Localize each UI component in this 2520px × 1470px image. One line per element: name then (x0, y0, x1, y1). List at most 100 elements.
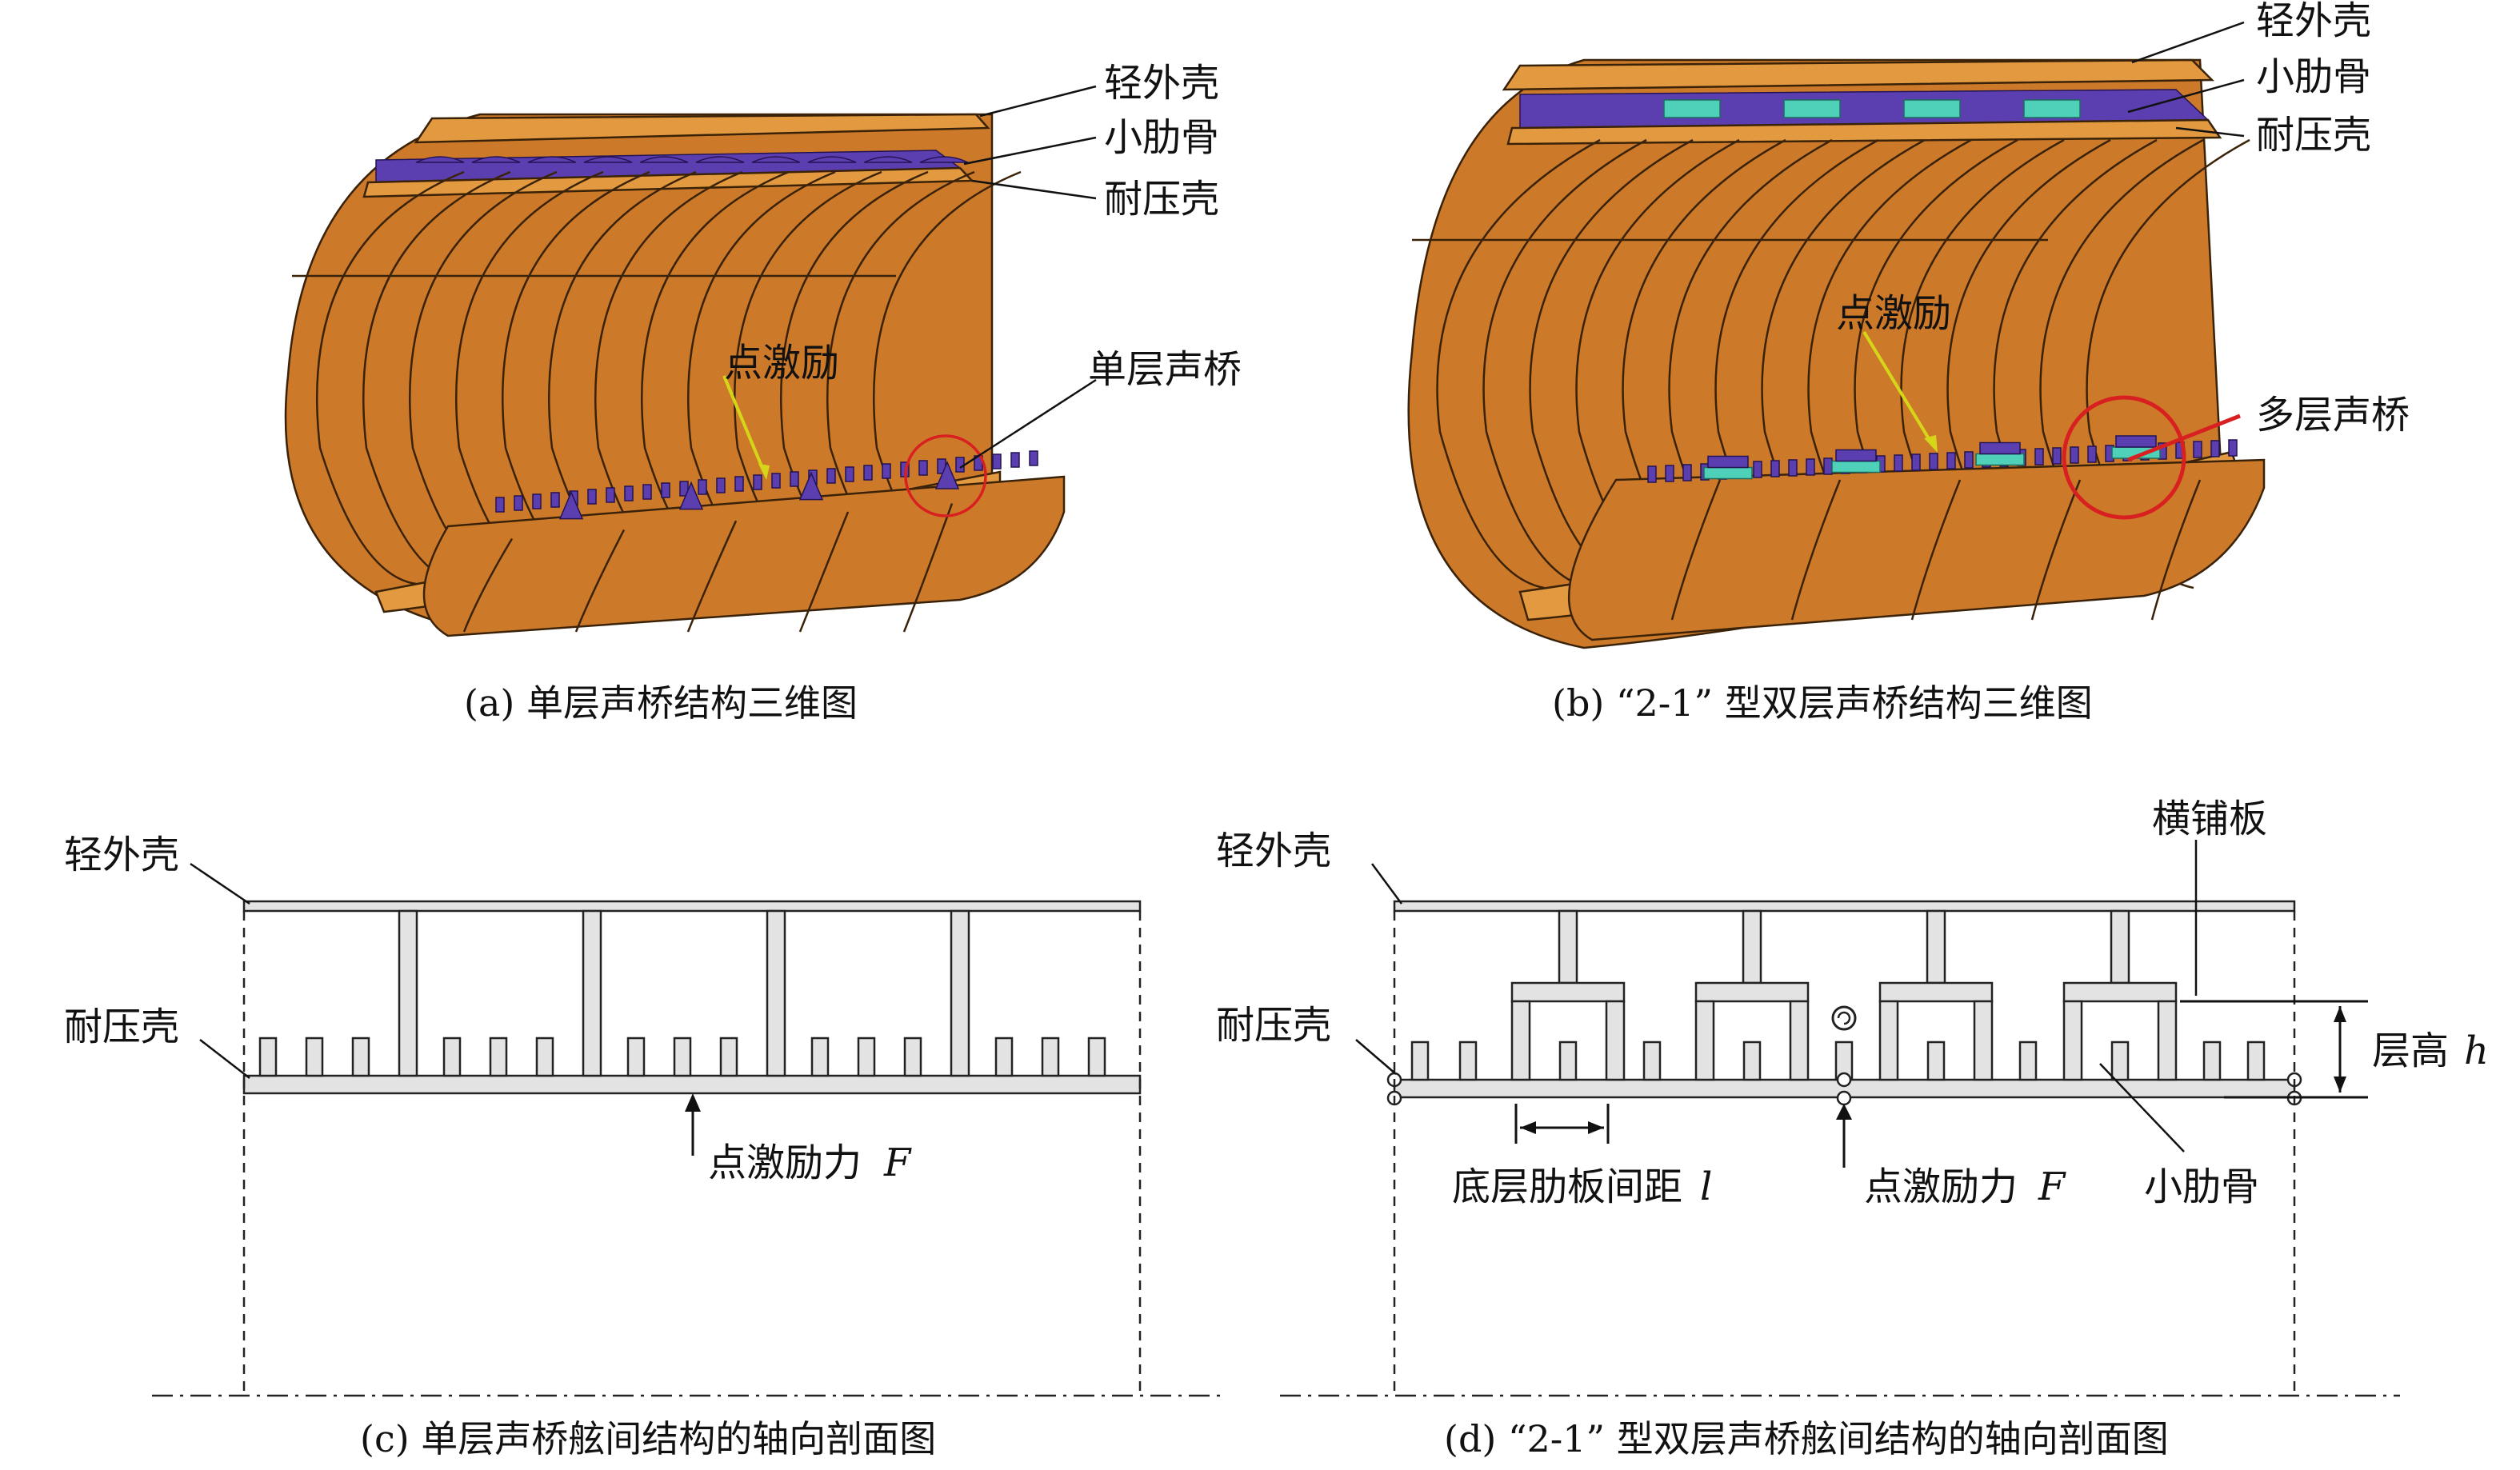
top-rib (863, 156, 913, 163)
rib-tooth (514, 495, 523, 511)
rib-tooth (1823, 457, 1833, 475)
inner-ring (1482, 138, 1647, 589)
slab-seam (1670, 479, 1722, 621)
bridge-plate (1831, 460, 1881, 473)
rib-tooth (1806, 458, 1815, 476)
caption-a: (a) 单层声桥结构三维图 (464, 681, 858, 725)
label-a-excitation: 点激励 (724, 341, 839, 385)
label-b-small-rib: 小肋骨 (2256, 54, 2371, 99)
caption-b: (b) “2-1” 型双层声桥结构三维图 (1552, 681, 2093, 725)
small-rib (1642, 1041, 1662, 1081)
rib-tooth (606, 487, 615, 503)
slab-seam (1790, 479, 1842, 621)
rib-tooth (2052, 447, 2062, 465)
small-rib (1458, 1041, 1478, 1081)
label-d-layer-height-symbol: h (2464, 1029, 2489, 1073)
bottom-seams (1670, 479, 2202, 621)
rib-tooth (1665, 465, 1674, 482)
label-b-bridge: 多层声桥 (2256, 393, 2410, 437)
rib-tooth (992, 453, 1002, 469)
rib-tooth (2087, 445, 2097, 463)
bottom-rib-row (495, 450, 1038, 520)
label-d-rib-spacing-symbol: l (1700, 1164, 1712, 1209)
upper-strut (2110, 909, 2130, 985)
small-rib (442, 1037, 462, 1077)
rib-tooth (863, 465, 873, 481)
rib-tooth (918, 460, 928, 476)
rib-tooth (845, 466, 854, 482)
bridge-cap (1707, 455, 1749, 469)
label-a-bridge: 单层声桥 (1088, 347, 1242, 392)
label-c-force: 点激励力 (708, 1140, 862, 1185)
rib-tooth (1029, 450, 1038, 466)
inner-ring (1436, 138, 1601, 589)
caption-d: (d) “2-1” 型双层声桥舷间结构的轴向剖面图 (1444, 1417, 2169, 1460)
bridge-triangle (558, 490, 584, 520)
inner-rib (2110, 1041, 2130, 1081)
bridge-strut (398, 909, 418, 1077)
top-bridge-plates (1663, 99, 2081, 118)
rib-tooth (1964, 451, 1974, 469)
rib-tooth (550, 492, 560, 508)
excitation-arrowhead (1924, 435, 1938, 453)
pressure-shell-strip (1506, 118, 2222, 146)
top-bridge-plate (1783, 99, 1841, 118)
lower-left-leg (2062, 1000, 2083, 1081)
small-rib (351, 1037, 370, 1077)
lower-right-leg (2157, 1000, 2178, 1081)
cross-plate (1694, 981, 1810, 1003)
rib-tooth (1946, 452, 1956, 469)
small-rib (258, 1037, 278, 1077)
rib-tooth (826, 468, 836, 484)
top-bridge-plate (2023, 99, 2081, 118)
lower-left-leg (1694, 1000, 1715, 1081)
rib-tooth (1753, 461, 1762, 478)
small-rib (2202, 1041, 2222, 1081)
rib-tooth (1929, 453, 1938, 470)
bridge-strut (766, 909, 786, 1077)
cross-plate (1878, 981, 1994, 1003)
label-d-force: 点激励力 (1864, 1164, 2018, 1209)
top-rib (751, 156, 801, 163)
small-ribs (258, 1037, 1106, 1077)
bridge-triangle (798, 471, 824, 501)
rib-tooth (495, 497, 505, 513)
small-rib (1041, 1037, 1060, 1077)
small-rib (1087, 1037, 1106, 1077)
small-rib (903, 1037, 922, 1077)
small-rib (489, 1037, 508, 1077)
rib-tooth (753, 474, 762, 490)
cross-plate (1510, 981, 1626, 1003)
label-a-pressure-shell: 耐压壳 (1104, 177, 1219, 222)
top-rib (583, 156, 633, 163)
slab-seam (574, 529, 626, 633)
bridge-plate (1703, 466, 1753, 480)
top-rib (471, 156, 521, 163)
bridge-cap (2115, 435, 2157, 448)
rib-tooth (698, 479, 707, 495)
label-d-layer-height: 层高 (2372, 1029, 2449, 1073)
excitation-arrowhead (758, 464, 770, 480)
upper-strut (1558, 909, 1578, 985)
label-d-rib-spacing: 底层肋板间距 (1452, 1164, 1682, 1209)
center-top-hinge (1836, 1072, 1852, 1088)
label-b-excitation: 点激励 (1836, 291, 1951, 336)
center-bottom-hinge (1836, 1090, 1852, 1106)
rib-tooth (661, 482, 670, 498)
top-rib (527, 156, 577, 163)
label-d-pressure-shell: 耐压壳 (1216, 1003, 1331, 1048)
rib-tooth (2034, 448, 2044, 465)
inner-rib (1926, 1041, 1946, 1081)
lower-right-leg (1973, 1000, 1994, 1081)
label-d-force-symbol: F (2038, 1164, 2066, 1209)
upper-strut (1742, 909, 1762, 985)
small-rib (2018, 1041, 2038, 1081)
rib-tooth (642, 484, 652, 500)
label-c-outer-shell: 轻外壳 (64, 833, 179, 877)
rib-tooth (1010, 452, 1020, 468)
rib-tooth (2193, 441, 2202, 458)
force-arrowhead (685, 1093, 701, 1112)
inner-rib (1558, 1041, 1578, 1081)
label-a-small-rib: 小肋骨 (1104, 115, 1219, 160)
